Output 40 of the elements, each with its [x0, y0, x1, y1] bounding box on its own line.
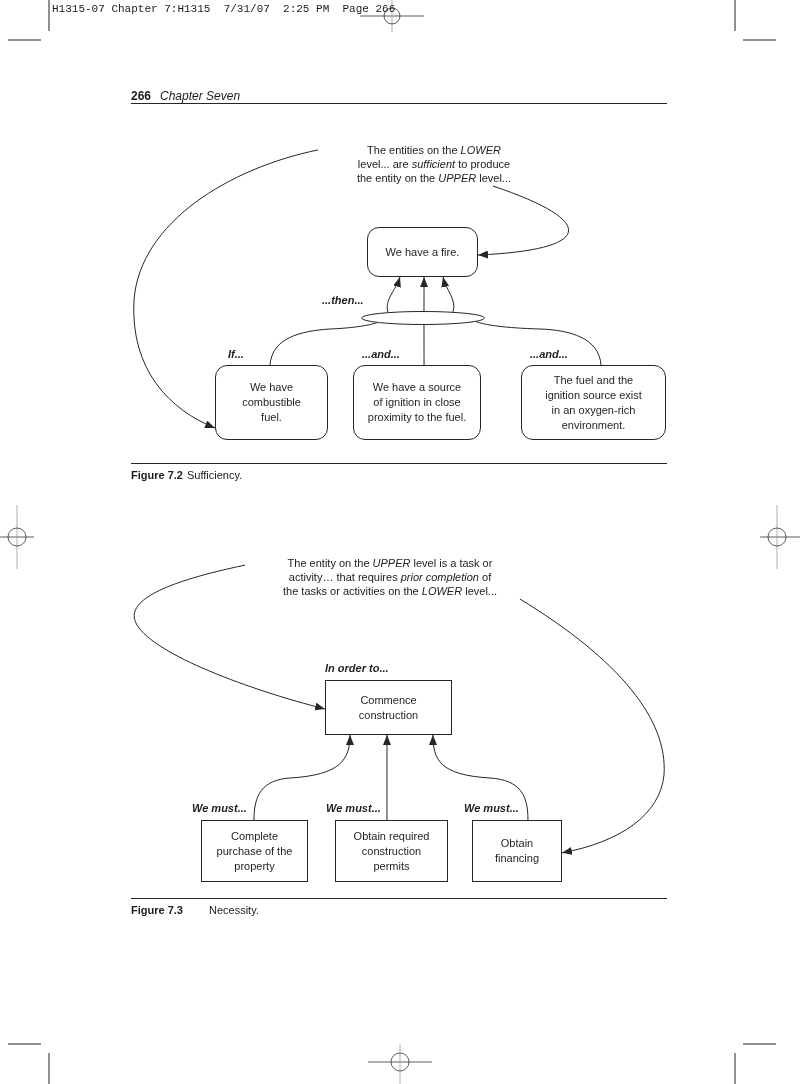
node-text: We have a source of ignition in close proximity to the fuel.	[366, 380, 468, 425]
annotation-text: The entity on the UPPER level is a task or activity… that requires prior completion of the tasks or activities on the LOWER level...	[245, 555, 535, 599]
curved-arrow	[253, 734, 354, 821]
node-text: The fuel and the ignition source exist in an oxygen-rich environment.	[544, 372, 643, 433]
page-number: 266	[131, 90, 152, 103]
connective-heading: We must...	[464, 802, 519, 815]
node-text: We have a fire.	[385, 244, 460, 260]
print-slug: H1315-07 Chapter 7:H1315 7/31/07 2:25 PM Page 266	[52, 3, 396, 16]
connector-line	[423, 324, 425, 366]
connective-label: ...then...	[322, 294, 364, 307]
curved-arrow	[133, 149, 319, 429]
connective-heading: We must...	[192, 802, 247, 815]
running-head: Chapter Seven	[160, 90, 241, 103]
figure-number: Figure 7.3	[131, 904, 183, 917]
connective-heading: ...and...	[530, 348, 568, 361]
figure-title: Sufficiency.	[187, 469, 243, 482]
rounded-process-box	[367, 227, 478, 277]
figure-title: Necessity.	[209, 904, 259, 917]
curved-arrow	[477, 185, 569, 259]
connective-heading: We must...	[326, 802, 381, 815]
node-text: Obtain required construction permits	[352, 828, 431, 874]
connective-heading: In order to...	[325, 662, 389, 675]
curved-arrow	[386, 276, 401, 313]
curved-arrow	[133, 564, 326, 711]
node-text: Commence construction	[357, 692, 420, 723]
annotation-text: The entities on the LOWER level... are sufficient to produce the entity on the UPPER level...	[318, 142, 550, 186]
node-text: Obtain financing	[493, 836, 540, 866]
connective-heading: If...	[228, 348, 244, 361]
arrow	[383, 734, 391, 821]
ellipse-shape	[361, 311, 485, 325]
connector-line	[269, 322, 378, 366]
curved-arrow	[429, 734, 529, 821]
connector-line	[475, 321, 602, 366]
figure-number: Figure 7.2	[131, 469, 183, 482]
node-text: We have combustible fuel.	[241, 380, 302, 425]
connective-heading: ...and...	[362, 348, 400, 361]
node-text: Complete purchase of the property	[215, 828, 294, 874]
curved-arrow	[441, 276, 455, 313]
arrow	[420, 276, 429, 312]
curved-arrow	[519, 598, 665, 855]
